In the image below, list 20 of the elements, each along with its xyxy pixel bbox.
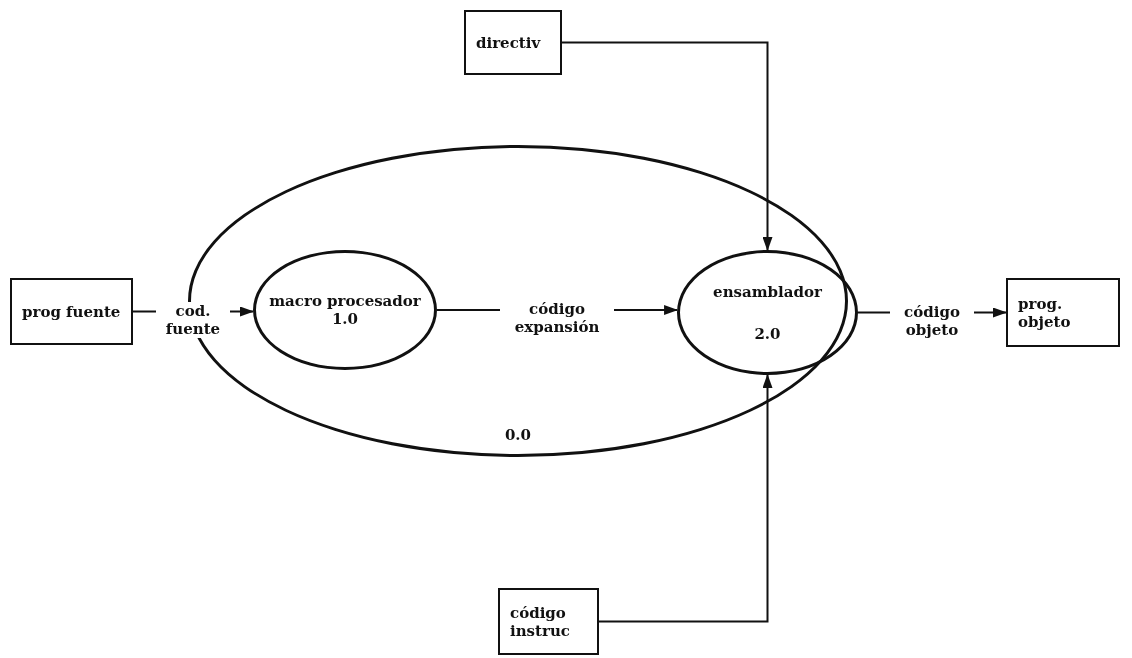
entity-box (498, 588, 599, 655)
node-label: 1.0 (331, 310, 359, 328)
node-label: 2.0 (754, 324, 781, 343)
node-label: 0.0 (504, 426, 532, 444)
node-label: macro procesador (269, 292, 421, 310)
node-label: ensamblador (713, 282, 822, 301)
node-label: directiv (476, 33, 541, 52)
edge-label: código expansión (500, 300, 615, 336)
entity-box (464, 10, 562, 75)
arrow (598, 374, 773, 623)
process-ellipse (677, 250, 858, 375)
entity-box (10, 278, 133, 345)
process-ellipse (253, 250, 437, 370)
entity-box (1006, 278, 1120, 347)
edge-label: cod. fuente (156, 301, 230, 338)
node-label: prog fuente (22, 302, 121, 321)
node-label: prog. objeto (1018, 294, 1072, 331)
arrow (561, 41, 773, 251)
node-label: código instruc (510, 603, 571, 640)
edge-label: código objeto (890, 302, 974, 339)
